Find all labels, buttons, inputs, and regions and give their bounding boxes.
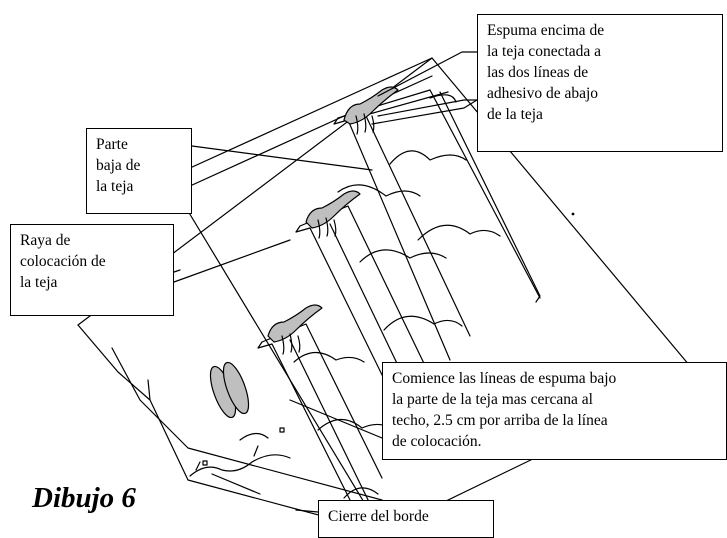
tile-course-top (333, 89, 541, 361)
callout-placement-line: Raya de colocación de la teja (10, 224, 174, 316)
figure-title: Dibujo 6 (32, 482, 136, 514)
foam-bead-lines (209, 361, 269, 441)
leader-lines (173, 51, 478, 513)
callout-foam-top: Espuma encima de la teja conectada a las… (477, 14, 723, 152)
foam-dabs (267, 86, 399, 355)
edge-closure-profile (189, 427, 291, 477)
callout-start-foam: Comience las líneas de espuma bajo la pa… (382, 362, 727, 460)
stray-dot (571, 212, 575, 216)
callout-tile-bottom: Parte baja de la teja (86, 128, 192, 214)
callout-edge-closure: Cierre del borde (318, 500, 494, 538)
tile-course-middle (295, 184, 463, 437)
tile-course-bottom (257, 323, 395, 513)
